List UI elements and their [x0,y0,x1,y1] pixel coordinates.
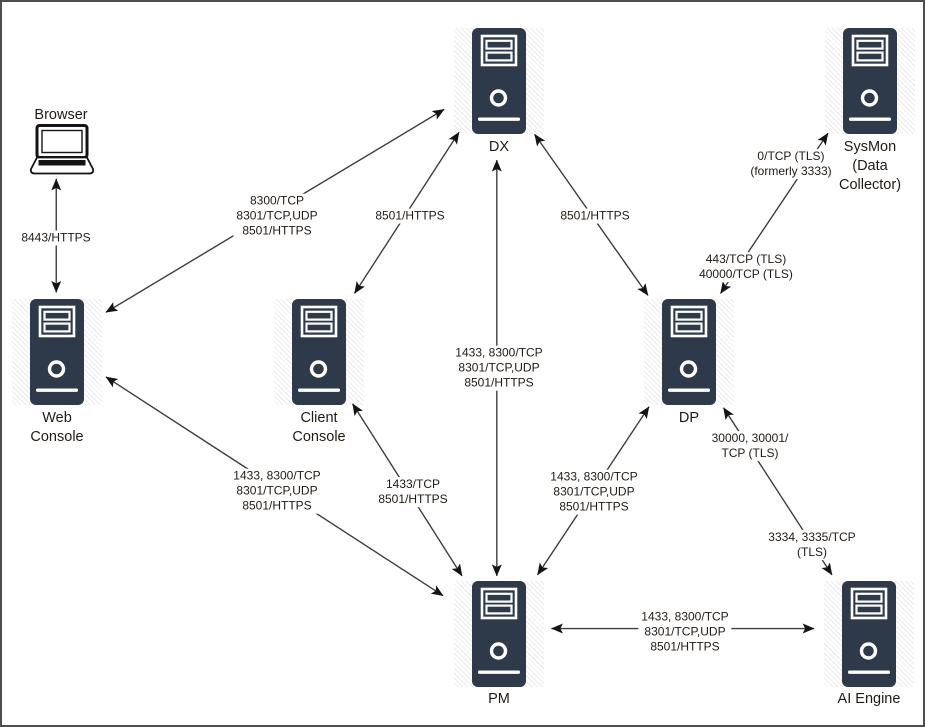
ai-engine-server-icon [842,581,896,687]
sysmon-label-line: (Data [852,158,888,175]
browser-label: Browser [34,106,87,125]
client-console-server-icon [292,299,346,405]
client-console-label-line: Client [300,410,338,426]
web-console-label-line: Console [30,429,84,446]
dx-server-icon [472,28,526,134]
browser-label-line: Browser [34,107,88,123]
browser-laptop-icon [28,124,96,178]
ai-engine-label-line: AI Engine [837,691,901,707]
dx-label-line: DX [488,139,510,155]
port-label-line: 1433, 8300/TCP [641,609,729,624]
dp-server-icon [662,299,716,405]
client-console-label-line: Console [292,429,346,446]
ai-engine-label: AI Engine [838,690,901,709]
web-console-label-line: Web [42,410,72,426]
pm-label-line: PM [488,691,510,707]
sysmon-label-line: Collector) [838,177,902,194]
sysmon-server-icon [843,28,897,134]
dp-label-line: DP [678,410,700,426]
port-label-line: 8501/HTTPS [650,639,720,654]
dp-label: DP [679,409,699,428]
pm-server-icon [472,581,526,687]
sysmon-label-line: SysMon [843,139,897,155]
pm-label: PM [488,690,510,709]
dx-label: DX [489,138,509,157]
web-console-server-icon [30,299,84,405]
